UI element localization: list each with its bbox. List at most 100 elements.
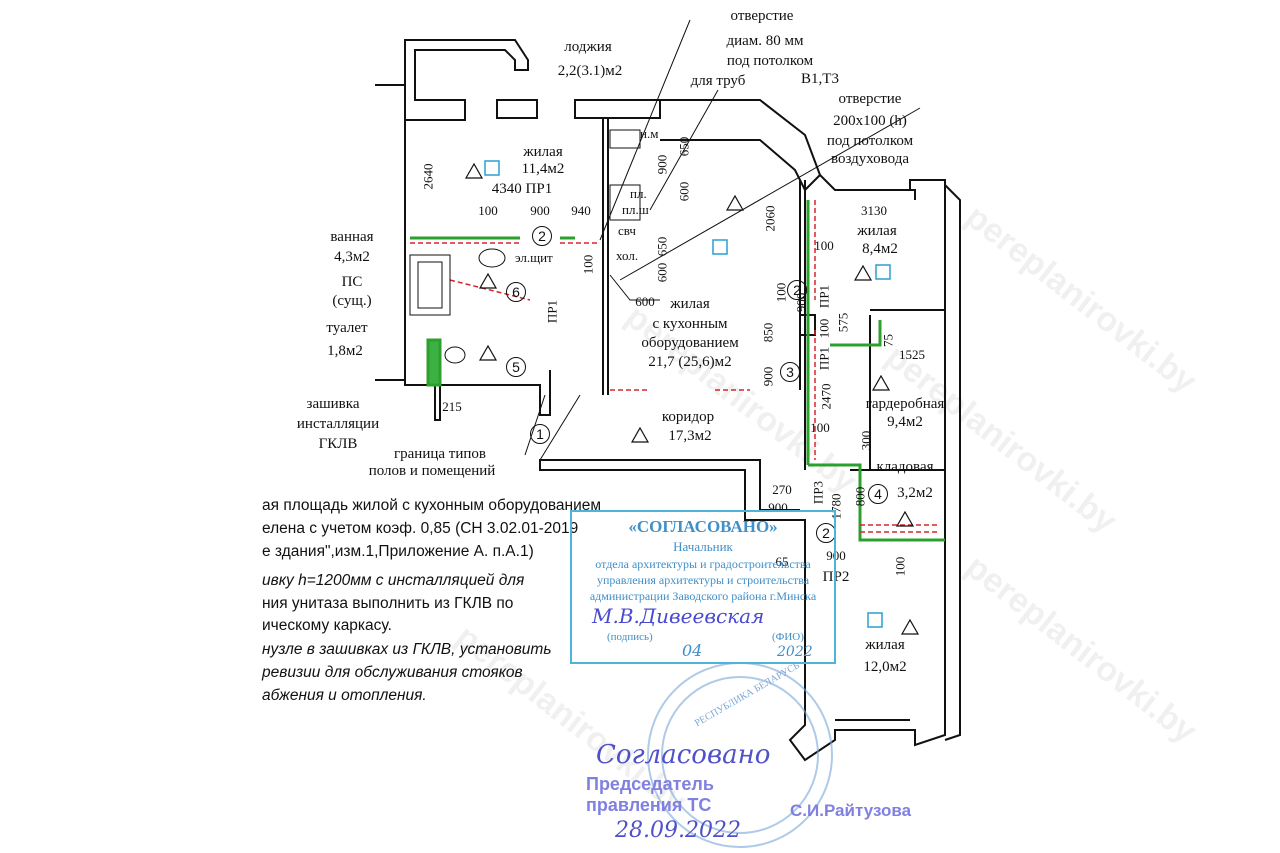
hole1-line: под потолком bbox=[726, 53, 814, 69]
loggia-area: 2,2(3.1)м2 bbox=[557, 63, 623, 79]
equip-hol: хол. bbox=[616, 248, 639, 263]
stamp-line: управления архитектуры и строительства bbox=[596, 573, 810, 587]
equip-nm: н.м bbox=[640, 126, 659, 141]
living1-area: 11,4м2 bbox=[521, 161, 565, 177]
kitchen-name2: с кухонным bbox=[652, 316, 728, 332]
equip-pl: пл. bbox=[630, 186, 647, 201]
dim: 600 bbox=[635, 294, 655, 309]
stamp-line: отдела архитектуры и градостроительства bbox=[595, 557, 811, 571]
dim: 270 bbox=[772, 482, 792, 497]
note-line: ивку h=1200мм с инсталляцией для bbox=[262, 572, 525, 589]
dim: 900 bbox=[826, 548, 846, 563]
dim: 2470 bbox=[818, 383, 834, 410]
dim: 4340 ПР1 bbox=[491, 181, 553, 197]
stamp-signature: М.В.Дивеевская bbox=[592, 604, 765, 628]
dim: 100 bbox=[478, 203, 498, 218]
sewing-line: ГКЛВ bbox=[318, 436, 358, 452]
marker: 5 bbox=[506, 357, 526, 377]
loggia-name: лоджия bbox=[564, 39, 612, 55]
stamp-line: администрации Заводского района г.Минска bbox=[589, 589, 817, 603]
note-line: е здания",изм.1,Приложение А. п.А.1) bbox=[262, 543, 534, 560]
dim: ПР1 bbox=[544, 299, 560, 324]
hole1-line: диам. 80 мм bbox=[726, 33, 804, 49]
warning-triangles bbox=[464, 162, 920, 635]
border-line: граница типов bbox=[394, 446, 486, 462]
dim: 100 bbox=[580, 254, 596, 275]
approval-role2: правления ТС bbox=[586, 795, 712, 815]
stamp-fio-label: (ФИО) bbox=[772, 631, 804, 643]
hole1-line: для труб bbox=[690, 73, 746, 89]
kitchen-area: 21,7 (25,6)м2 bbox=[648, 354, 732, 370]
approval-date: 28.09.2022 bbox=[615, 818, 741, 843]
toilet-area: 1,8м2 bbox=[327, 343, 363, 359]
corridor-name: коридор bbox=[661, 409, 715, 425]
marker: 2 bbox=[532, 226, 552, 246]
dim: ПР1 bbox=[816, 284, 832, 309]
living3-name: жилая bbox=[865, 637, 905, 653]
bath-name: ванная bbox=[330, 229, 374, 245]
kitchen-name3: оборудованием bbox=[641, 335, 739, 351]
sewing-line: зашивка bbox=[306, 396, 360, 412]
dim: 300 bbox=[858, 430, 874, 451]
ps-note: (сущ.) bbox=[332, 293, 372, 309]
stamp-day: 04 bbox=[682, 641, 703, 660]
dim: 100 bbox=[816, 318, 832, 339]
dim: 3130 bbox=[861, 203, 887, 218]
living3-area: 12,0м2 bbox=[863, 659, 907, 675]
marker: 1 bbox=[530, 424, 550, 444]
equip-plsh: пл.ш bbox=[622, 202, 649, 217]
approval-name: С.И.Райтузова bbox=[790, 801, 912, 820]
hole1-line: В1,Т3 bbox=[801, 71, 839, 87]
equip-svch: свч bbox=[618, 223, 636, 238]
note-line: абжения и отопления. bbox=[262, 687, 427, 704]
dim: 575 bbox=[835, 312, 851, 333]
dim: 215 bbox=[442, 399, 462, 414]
sewing-line: инсталляции bbox=[296, 416, 380, 432]
note-line: нузле в зашивках из ГКЛВ, установить bbox=[262, 641, 552, 658]
dim: 600 bbox=[654, 262, 670, 283]
wall-segment bbox=[496, 99, 538, 119]
toilet-name: туалет bbox=[326, 320, 368, 336]
note-line: ическому каркасу. bbox=[262, 617, 392, 634]
kitchen-name: жилая bbox=[670, 296, 710, 312]
marker: 3 bbox=[780, 362, 800, 382]
marker: 2 bbox=[787, 280, 807, 300]
dim: 100 bbox=[892, 556, 908, 577]
equip-elshit: эл.щит bbox=[515, 250, 553, 265]
approval-hand: Согласовано bbox=[596, 740, 771, 770]
dim: 2640 bbox=[420, 163, 436, 190]
dim: 800 bbox=[852, 486, 868, 507]
hole1-line: отверстие bbox=[730, 8, 794, 24]
note-line: ния унитаза выполнить из ГКЛВ по bbox=[262, 595, 514, 612]
dim: 900 bbox=[530, 203, 550, 218]
living2-area: 8,4м2 bbox=[862, 241, 898, 257]
living2-name: жилая bbox=[857, 223, 897, 239]
dim: 650 bbox=[676, 136, 692, 157]
dim: 100 bbox=[773, 282, 789, 303]
hole2-line: воздуховода bbox=[830, 151, 910, 167]
living1-name: жилая bbox=[523, 144, 563, 160]
storage-name: кладовая bbox=[876, 459, 934, 475]
ventilation-icons bbox=[484, 160, 891, 628]
dim: 600 bbox=[676, 181, 692, 202]
dim: 850 bbox=[760, 322, 776, 343]
note-line: ревизии для обслуживания стояков bbox=[262, 664, 523, 681]
dim: 100 bbox=[814, 238, 834, 253]
dim: 2060 bbox=[762, 205, 778, 232]
note-line: елена с учетом коэф. 0,85 (СН 3.02.01-20… bbox=[262, 520, 579, 537]
dim: ПР2 bbox=[822, 569, 850, 585]
loggia-wall bbox=[404, 39, 529, 121]
marker: 6 bbox=[506, 282, 526, 302]
dim: 75 bbox=[880, 334, 896, 347]
wardrobe-area: 9,4м2 bbox=[887, 414, 923, 430]
dim: ПР3 bbox=[810, 480, 826, 505]
border-line: полов и помещений bbox=[368, 463, 496, 479]
corridor-area: 17,3м2 bbox=[668, 428, 712, 444]
ps-name: ПС bbox=[341, 274, 363, 290]
marker: 4 bbox=[868, 484, 888, 504]
approval-role1: Председатель bbox=[586, 774, 714, 794]
stamp-sign-label: (подпись) bbox=[607, 631, 653, 643]
hole2-line: отверстие bbox=[838, 91, 902, 107]
dim: ПР1 bbox=[816, 346, 832, 371]
stamp-role: Начальник bbox=[673, 539, 733, 554]
